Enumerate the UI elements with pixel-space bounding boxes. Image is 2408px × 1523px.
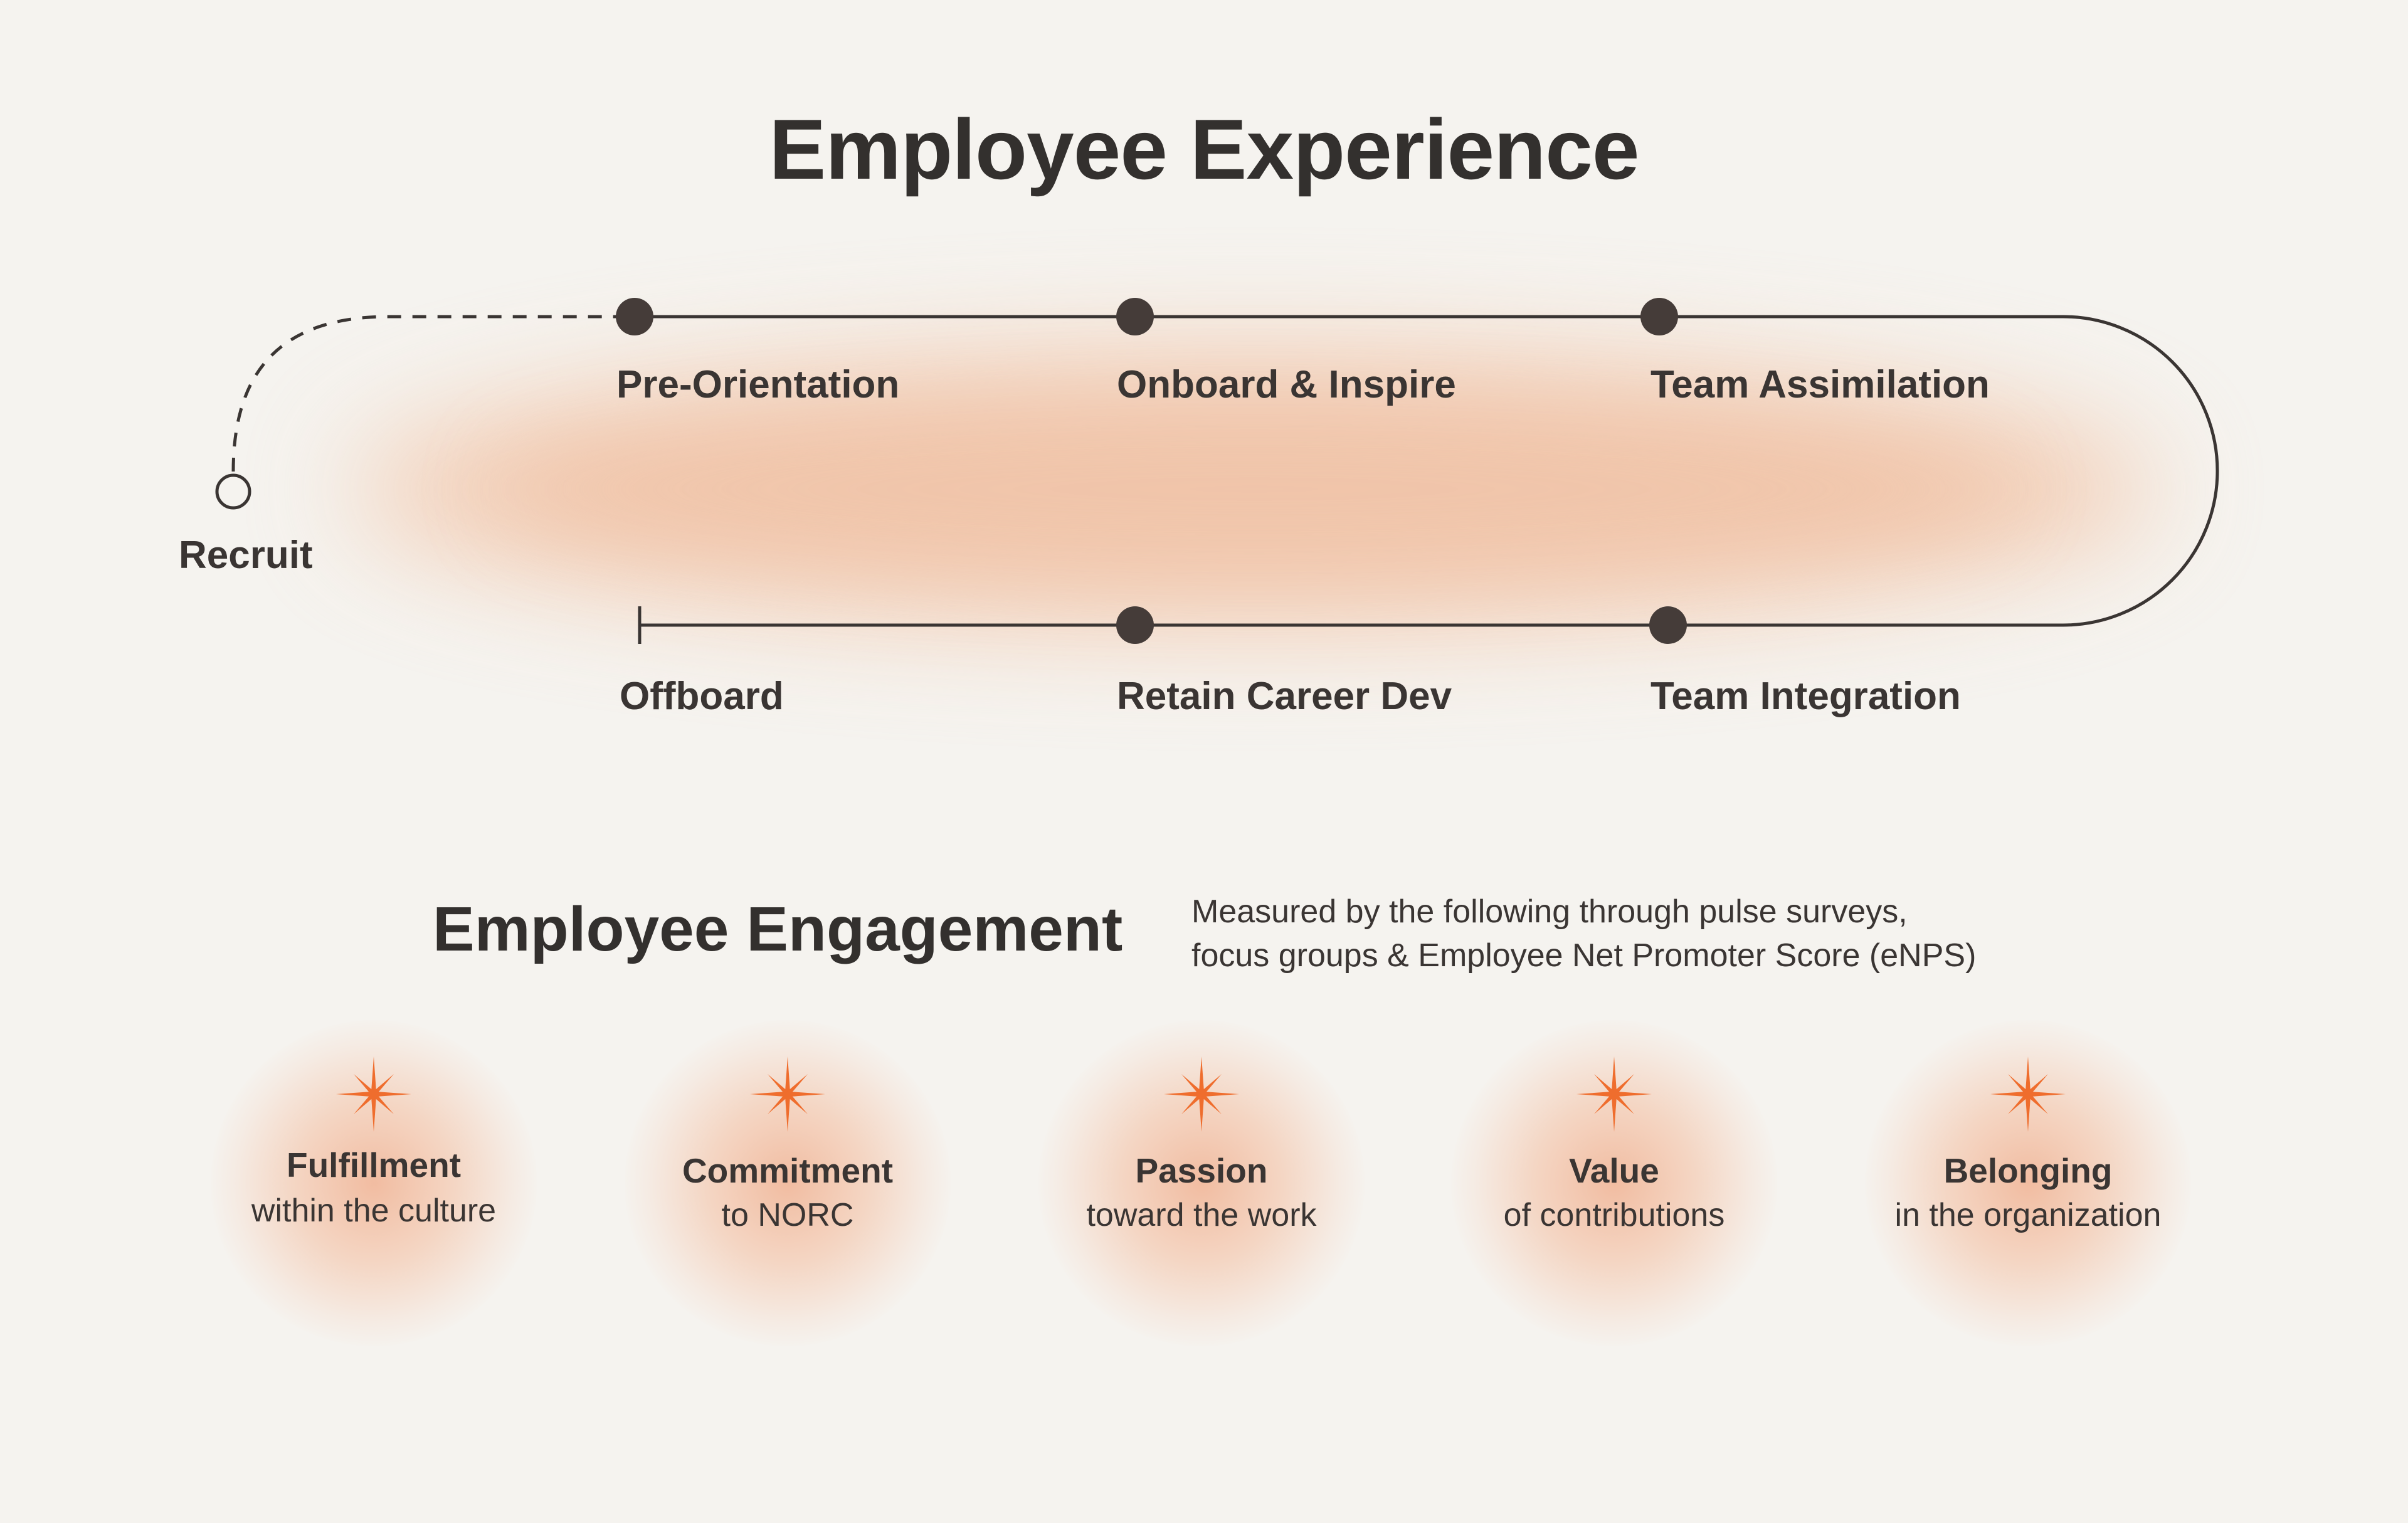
pillar-fulfillment: Fulfillment within the culture (198, 1008, 549, 1359)
engagement-description-line-1: Measured by the following through pulse … (1191, 893, 1908, 930)
sparkle-star-icon (750, 1057, 825, 1132)
team-integration-node (1649, 606, 1687, 644)
team-assimilation-node (1640, 298, 1678, 335)
pillar-subtitle: within the culture (251, 1193, 497, 1229)
pillar-subtitle: in the organization (1894, 1197, 2162, 1233)
pillar-subtitle: toward the work (1086, 1197, 1317, 1233)
sparkle-star-icon (1990, 1057, 2066, 1132)
journey-line (635, 315, 2219, 627)
pillar-value: Value of contributions (1439, 1008, 1790, 1359)
pillar-title: Belonging (1943, 1151, 2113, 1190)
offboard-label: Offboard (620, 675, 784, 718)
engagement-title: Employee Engagement (433, 894, 1123, 964)
retain-career-dev-label: Retain Career Dev (1117, 675, 1452, 718)
pre-orientation-node (616, 298, 653, 335)
team-assimilation-label: Team Assimilation (1650, 363, 1990, 406)
journey-path-diagram (215, 298, 2219, 644)
sparkle-star-icon (1164, 1057, 1239, 1132)
recruit-node (215, 473, 251, 510)
pillar-passion: Passion toward the work (1026, 1008, 1377, 1359)
pillar-title: Value (1569, 1151, 1659, 1190)
pillar-subtitle: of contributions (1503, 1197, 1725, 1233)
onboard-inspire-node (1116, 298, 1154, 335)
pillar-title: Fulfillment (286, 1146, 462, 1184)
pillar-subtitle: to NORC (721, 1197, 854, 1233)
page-title: Employee Experience (769, 102, 1639, 197)
pillar-title: Passion (1135, 1151, 1268, 1190)
engagement-description-line-2: focus groups & Employee Net Promoter Sco… (1191, 937, 1977, 974)
pillar-commitment: Commitment to NORC (612, 1008, 963, 1359)
onboard-inspire-label: Onboard & Inspire (1117, 363, 1456, 406)
pre-orientation-label: Pre-Orientation (616, 363, 900, 406)
pillar-title: Commitment (682, 1151, 894, 1190)
recruit-label: Recruit (179, 534, 313, 577)
retain-career-dev-node (1116, 606, 1154, 644)
sparkle-star-icon (1576, 1057, 1652, 1132)
recruit-dashed-connector (231, 315, 635, 472)
pillar-belonging: Belonging in the organization (1852, 1008, 2204, 1359)
sparkle-star-icon (336, 1057, 411, 1132)
team-integration-label: Team Integration (1650, 675, 1961, 718)
